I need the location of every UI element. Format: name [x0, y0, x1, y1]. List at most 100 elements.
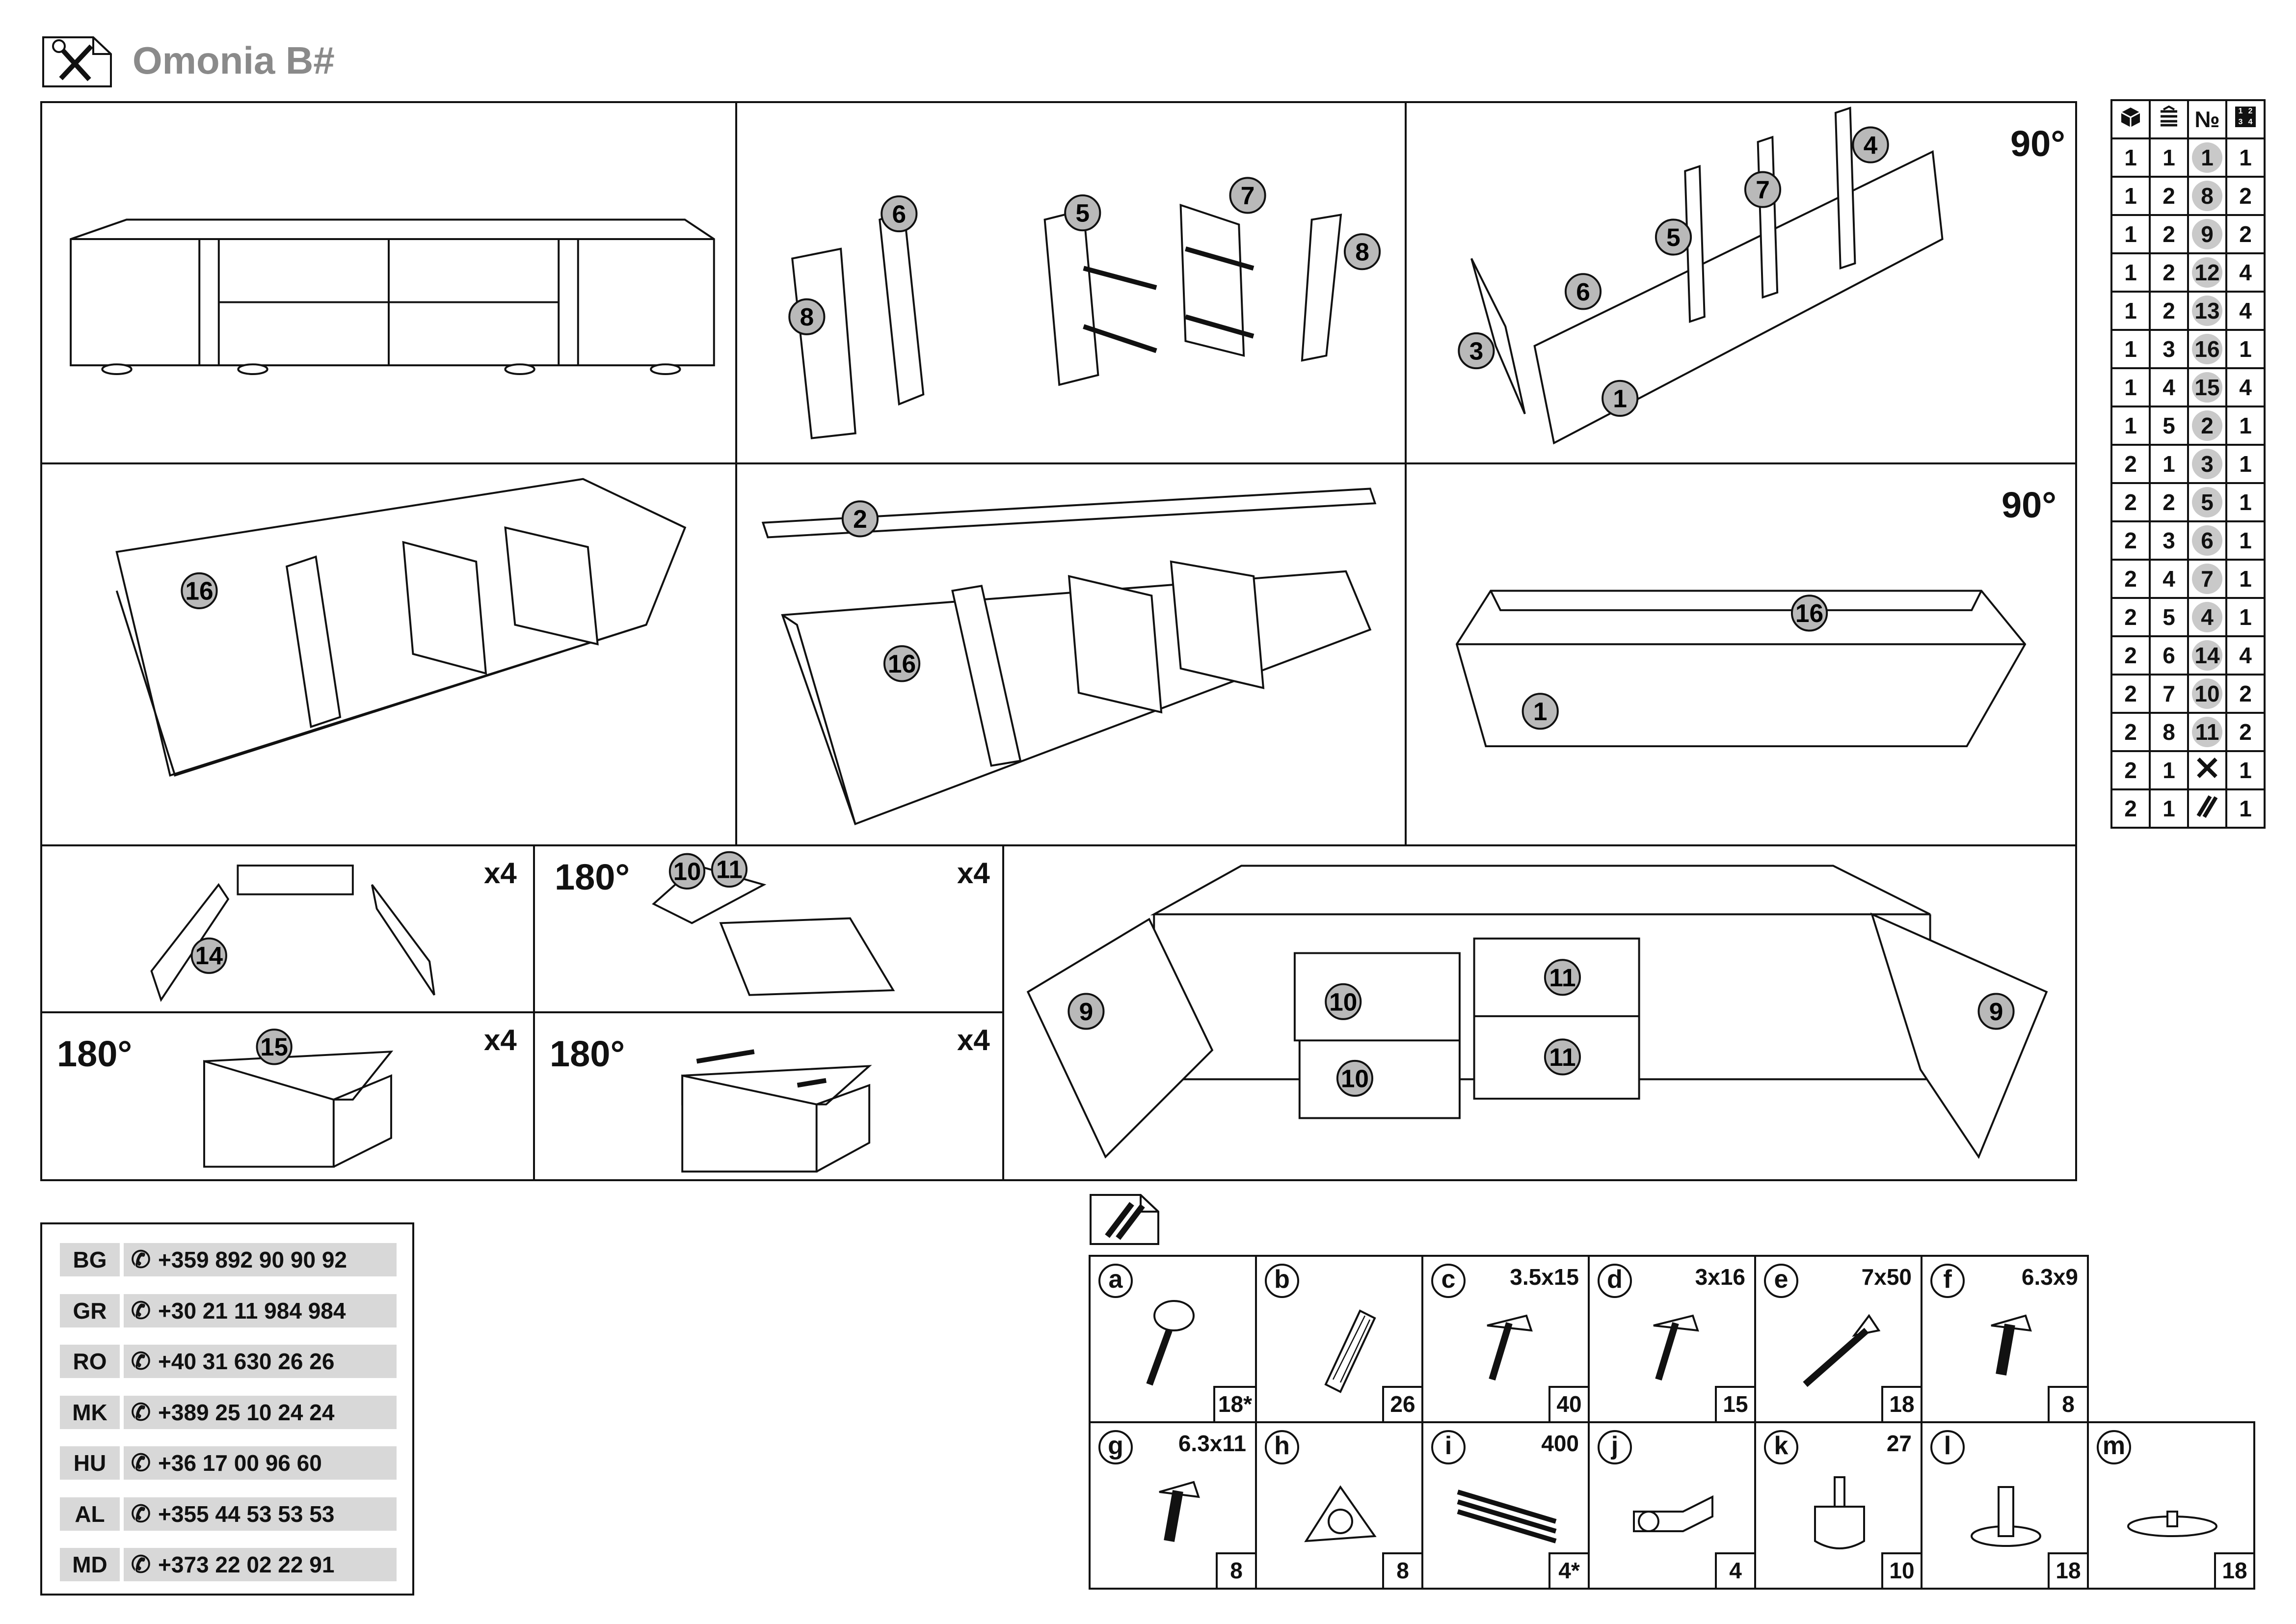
table-cell: 5	[2149, 597, 2189, 637]
drawer-runner-icon	[1457, 1489, 1557, 1543]
svg-text:15: 15	[260, 1033, 288, 1061]
part-number: 2	[2187, 406, 2227, 446]
table-cell: 6	[2149, 635, 2189, 676]
table-cell: 1	[2110, 252, 2151, 293]
screw-icon	[1487, 1314, 1533, 1381]
svg-text:10: 10	[1341, 1064, 1369, 1092]
svg-text:9: 9	[1079, 997, 1094, 1026]
table-cell: 1	[2110, 176, 2151, 216]
table-cell: 1	[2225, 482, 2266, 522]
confirmat-screw-icon	[1803, 1314, 1881, 1387]
phone-number: ✆+355 44 53 53 53	[124, 1497, 397, 1531]
table-cell: 1	[2225, 788, 2266, 829]
svg-text:3: 3	[2239, 118, 2243, 126]
svg-text:5: 5	[1666, 223, 1681, 251]
hardware-count: 15	[1715, 1386, 1754, 1421]
table-cell: 4	[2149, 367, 2189, 407]
part-number: 11	[2187, 712, 2227, 752]
country-code: GR	[60, 1294, 120, 1327]
rotate-180-label: 180°	[550, 1033, 625, 1074]
tools-icon	[2187, 750, 2227, 790]
hardware-icon	[1088, 1192, 1161, 1247]
part-number: 7	[2187, 559, 2227, 599]
table-cell: 2	[2149, 291, 2189, 331]
step-6-panel: 16 1 90°	[1405, 462, 2077, 846]
svg-text:1: 1	[2239, 107, 2243, 115]
svg-text:9: 9	[1989, 997, 2003, 1026]
hardware-letter: d	[1598, 1264, 1632, 1298]
quantity-label: x4	[484, 857, 517, 890]
svg-text:6: 6	[1576, 277, 1590, 306]
number-header: №	[2187, 99, 2227, 139]
table-cell: 1	[2110, 137, 2151, 178]
table-cell: 4	[2225, 367, 2266, 407]
hardware-letter: l	[1930, 1430, 1965, 1464]
table-cell: 2	[2149, 214, 2189, 254]
table-cell: 7	[2149, 674, 2189, 714]
part-number: 13	[2187, 291, 2227, 331]
part-number: 8	[2187, 176, 2227, 216]
table-cell: 3	[2149, 329, 2189, 369]
part-number: 4	[2187, 597, 2227, 637]
table-cell: 1	[2225, 559, 2266, 599]
table-cell: 1	[2225, 137, 2266, 178]
leveling-foot-icon	[1814, 1476, 1865, 1549]
svg-text:4: 4	[2248, 118, 2253, 126]
table-cell: 1	[2225, 520, 2266, 561]
hardware-count: 4	[1715, 1552, 1754, 1588]
table-cell: 1	[2110, 406, 2151, 446]
svg-text:4: 4	[1864, 131, 1878, 159]
table-cell: 2	[2149, 176, 2189, 216]
hardware-letter: c	[1431, 1264, 1466, 1298]
table-cell: 1	[2110, 214, 2151, 254]
table-cell: 1	[2225, 329, 2266, 369]
corner-bracket-icon	[1304, 1485, 1377, 1543]
part-number: 12	[2187, 252, 2227, 293]
phone-number: ✆+359 892 90 90 92	[124, 1243, 397, 1276]
hardware-count: 26	[1382, 1386, 1421, 1421]
phone-text: +359 892 90 90 92	[158, 1247, 347, 1272]
quantity-label: x4	[484, 1024, 517, 1056]
step-8-panel: 10 11 180° x4	[533, 844, 1004, 1013]
phone-number: ✆+40 31 630 26 26	[124, 1345, 397, 1378]
svg-text:3: 3	[1469, 336, 1484, 365]
table-cell: 1	[2225, 750, 2266, 790]
hardware-letter: k	[1764, 1430, 1798, 1464]
box-icon	[2110, 99, 2151, 139]
hardware-count: 8	[1382, 1552, 1421, 1588]
hardware-size: 7x50	[1861, 1264, 1912, 1290]
table-cell: 2	[2110, 444, 2151, 484]
step-11-panel: 9 10 10 11 11 9	[1002, 844, 2077, 1181]
shelf-pin-icon	[1971, 1486, 2041, 1547]
table-cell: 3	[2149, 520, 2189, 561]
hardware-letter: g	[1098, 1430, 1133, 1464]
table-cell: 2	[2110, 635, 2151, 676]
hardware-count: 18	[2214, 1552, 2253, 1588]
hinge-icon	[1633, 1495, 1713, 1532]
phone-text: +30 21 11 984 984	[158, 1298, 346, 1324]
phone-text: +40 31 630 26 26	[158, 1349, 335, 1374]
country-code: RO	[60, 1345, 120, 1378]
phone-number: ✆+36 17 00 96 60	[124, 1446, 397, 1480]
hardware-count: 8	[1216, 1552, 1255, 1588]
phone-icon: ✆	[131, 1552, 151, 1578]
phone-icon: ✆	[131, 1450, 151, 1476]
rotate-180-label: 180°	[555, 857, 630, 897]
table-cell: 1	[2225, 406, 2266, 446]
svg-text:16: 16	[185, 576, 213, 605]
hardware-letter: m	[2097, 1430, 2131, 1464]
glide-pad-icon	[2127, 1511, 2217, 1537]
table-cell: 1	[2149, 750, 2189, 790]
phone-icon: ✆	[131, 1399, 151, 1426]
